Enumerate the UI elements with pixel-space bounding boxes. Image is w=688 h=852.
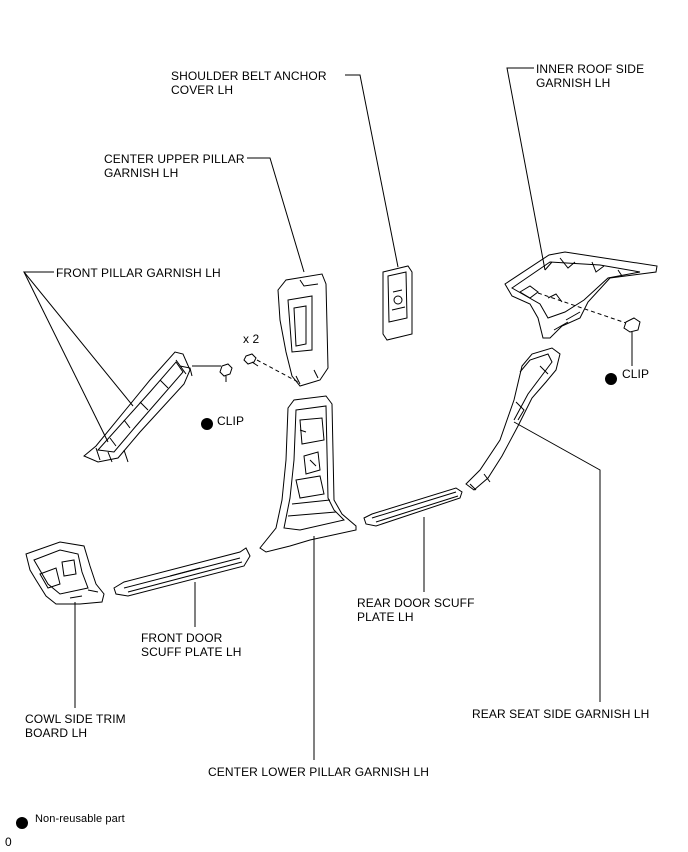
- label-clip-right: CLIP: [622, 367, 650, 381]
- footer-code: 0: [5, 835, 12, 849]
- label-cowl-side-trim-board: COWL SIDE TRIM BOARD LH: [25, 712, 126, 740]
- cowl-side-trim-board-part: [25, 541, 105, 605]
- front-pillar-garnish-part: [83, 351, 193, 463]
- front-door-scuff-plate-part: [113, 547, 251, 597]
- center-upper-pillar-garnish-part: [277, 273, 329, 387]
- label-shoulder-belt-anchor-cover: SHOULDER BELT ANCHOR COVER LH: [171, 69, 327, 97]
- rear-door-scuff-plate-part: [363, 487, 463, 527]
- leader-inner-roof: [506, 67, 546, 271]
- clip-right-part: [623, 317, 641, 338]
- leader-shoulder-belt: [345, 74, 399, 268]
- leader-front-pillar-a: [22, 271, 134, 407]
- legend-filled-circle-icon: [16, 817, 28, 829]
- leader-front-pillar-b: [23, 271, 109, 443]
- leader-center-upper: [247, 157, 305, 273]
- label-center-upper-pillar-garnish: CENTER UPPER PILLAR GARNISH LH: [104, 152, 245, 180]
- non-reusable-marker-clip-left: [201, 418, 213, 430]
- shoulder-belt-anchor-cover-part: [382, 265, 413, 341]
- label-front-door-scuff-plate: FRONT DOOR SCUFF PLATE LH: [141, 631, 242, 659]
- inner-roof-side-garnish-part: [504, 251, 658, 339]
- legend-text: Non-reusable part: [35, 813, 125, 825]
- non-reusable-marker-clip-right: [605, 373, 617, 385]
- rear-seat-side-garnish-part: [465, 347, 561, 491]
- leader-lines: [22, 67, 633, 760]
- label-front-pillar-garnish: FRONT PILLAR GARNISH LH: [56, 266, 221, 280]
- label-rear-door-scuff-plate: REAR DOOR SCUFF PLATE LH: [357, 596, 475, 624]
- label-clip-left: CLIP: [217, 414, 245, 428]
- label-rear-seat-side-garnish: REAR SEAT SIDE GARNISH LH: [472, 707, 650, 721]
- center-lower-pillar-garnish-part: [259, 395, 357, 553]
- leader-rear-seat-side: [513, 421, 601, 702]
- clip-screw-part: [243, 353, 259, 367]
- label-inner-roof-side-garnish: INNER ROOF SIDE GARNISH LH: [536, 62, 645, 90]
- label-center-lower-pillar-garnish: CENTER LOWER PILLAR GARNISH LH: [208, 765, 430, 779]
- label-quantity: x 2: [243, 332, 260, 346]
- dashed-install-lines: [256, 292, 627, 384]
- clip-left-part: [219, 363, 233, 382]
